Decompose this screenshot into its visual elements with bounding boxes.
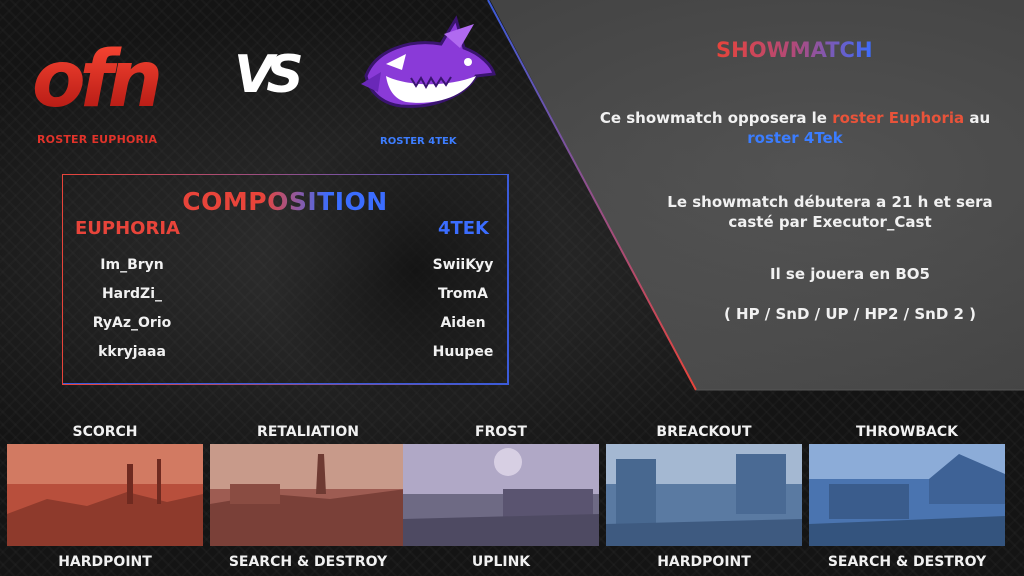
map-list: SCORCH HARDPOINT RETALIATION SEARCH & DE… [0,420,1024,576]
team-4tek-name: 4TEK [437,218,489,239]
map-card-throwback: THROWBACK SEARCH & DESTROY [809,420,1005,576]
vs-logo: VS [232,40,309,105]
player-name: RyAz_Orio [92,315,172,331]
map-name: FROST [475,424,527,440]
map-thumbnail [210,444,406,546]
player-name: TromA [438,286,488,302]
player-name: Aiden [440,315,486,331]
roster-4tek-label: ROSTER 4TEK [380,136,457,147]
map-name: RETALIATION [257,424,359,440]
composition-box: COMPOSITION EUPHORIA 4TEK Im_Bryn HardZi… [62,174,508,384]
player-name: Im_Bryn [100,257,164,273]
map-name: BREACKOUT [656,424,752,440]
showmatch-format: Il se jouera en BO5 ( HP / SnD / UP / HP… [723,265,977,323]
roster-4tek-highlight: roster 4Tek [747,129,843,147]
4tek-player-list: SwiiKyy TromA Aiden Huupee [408,257,518,373]
map-name: THROWBACK [855,424,959,440]
map-thumbnail [606,444,802,546]
showmatch-schedule: Le showmatch débutera a 21 h et sera cas… [667,193,993,231]
svg-text:VS: VS [234,45,301,102]
mode-name: SEARCH & DESTROY [827,554,987,570]
soldier-silhouette [250,110,580,430]
map-card-scorch: SCORCH HARDPOINT [7,420,203,576]
map-thumbnail [7,444,203,546]
roster-euphoria-highlight: roster Euphoria [832,109,965,127]
map-thumbnail [403,444,599,546]
mode-name: HARDPOINT [657,554,751,570]
svg-text:ofn: ofn [32,40,159,120]
team-euphoria-name: EUPHORIA [75,218,180,239]
ofn-logo: ofn [28,35,178,125]
player-name: SwiiKyy [432,257,494,273]
map-thumbnail [809,444,1005,546]
mode-name: UPLINK [471,554,531,570]
player-name: kkryjaaa [98,344,166,360]
shark-logo [356,14,498,126]
roster-euphoria-label: ROSTER EUPHORIA [37,133,158,146]
map-name: SCORCH [72,424,138,440]
euphoria-player-list: Im_Bryn HardZi_ RyAz_Orio kkryjaaa [77,257,187,373]
composition-title: COMPOSITION [63,187,507,216]
mode-name: HARDPOINT [58,554,152,570]
player-name: Huupee [432,344,494,360]
map-card-breackout: BREACKOUT HARDPOINT [606,420,802,576]
player-name: HardZi_ [101,286,163,302]
map-card-retaliation: RETALIATION SEARCH & DESTROY [210,420,406,576]
map-card-frost: FROST UPLINK [403,420,599,576]
mode-name: SEARCH & DESTROY [228,554,388,570]
showmatch-title: SHOWMATCH [716,38,873,62]
showmatch-description: Ce showmatch opposera le roster Euphoria… [599,109,991,147]
